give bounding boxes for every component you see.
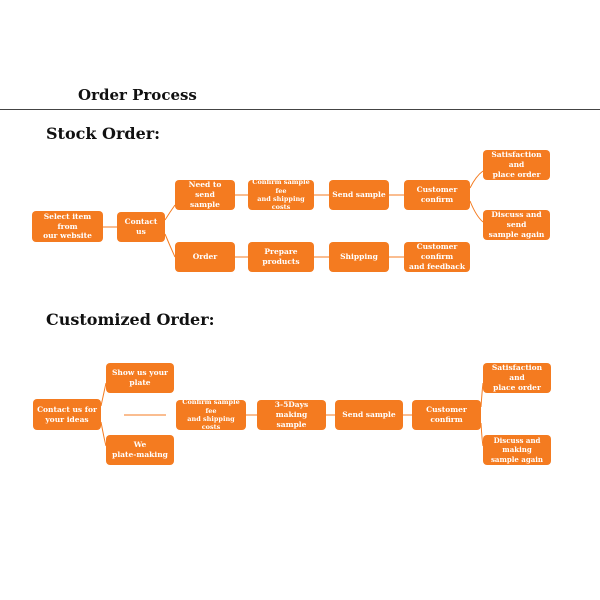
connector-custom-contact-branch	[100, 382, 107, 447]
stock-node-send-sample: Send sample	[329, 180, 389, 210]
customized-order-heading: Customized Order:	[46, 310, 215, 329]
stock-node-satisfaction: Satisfaction and place order	[483, 150, 550, 180]
stock-node-customer-confirm: Customer confirm	[404, 180, 470, 210]
custom-node-satisfaction: Satisfaction and place order	[483, 363, 551, 393]
page-title: Order Process	[78, 86, 197, 104]
custom-node-confirm-fee: Confirm sample fee and shipping costs	[176, 398, 246, 431]
stock-node-discuss: Discuss and send sample again	[483, 210, 550, 240]
custom-node-contact-ideas: Contact us for your ideas	[33, 399, 101, 430]
custom-node-send-sample: Send sample	[335, 400, 403, 430]
stock-node-select-item: Select item from our website	[32, 211, 103, 242]
stock-node-order: Order	[175, 242, 235, 272]
connector-stock-customer-branch	[469, 170, 484, 223]
custom-node-days-making: 3-5Days making sample	[257, 400, 326, 430]
header-divider	[0, 109, 600, 110]
stock-node-confirm-feedback: Customer confirm and feedback	[404, 242, 470, 272]
custom-node-show-plate: Show us your plate	[106, 363, 174, 393]
custom-node-customer-confirm: Customer confirm	[412, 400, 481, 430]
custom-node-discuss: Discuss and making sample again	[483, 435, 551, 465]
connector-stock-contact-branch	[164, 204, 176, 258]
stock-order-heading: Stock Order:	[46, 124, 161, 143]
stock-node-shipping: Shipping	[329, 242, 389, 272]
custom-node-plate-making: We plate-making	[106, 435, 174, 465]
stock-node-confirm-fee: Confirm sample fee and shipping costs	[248, 178, 314, 211]
stock-node-contact-us: Contact us	[117, 212, 165, 242]
stock-node-need-sample: Need to send sample	[175, 180, 235, 210]
stock-node-prepare-products: Prepare products	[248, 242, 314, 272]
